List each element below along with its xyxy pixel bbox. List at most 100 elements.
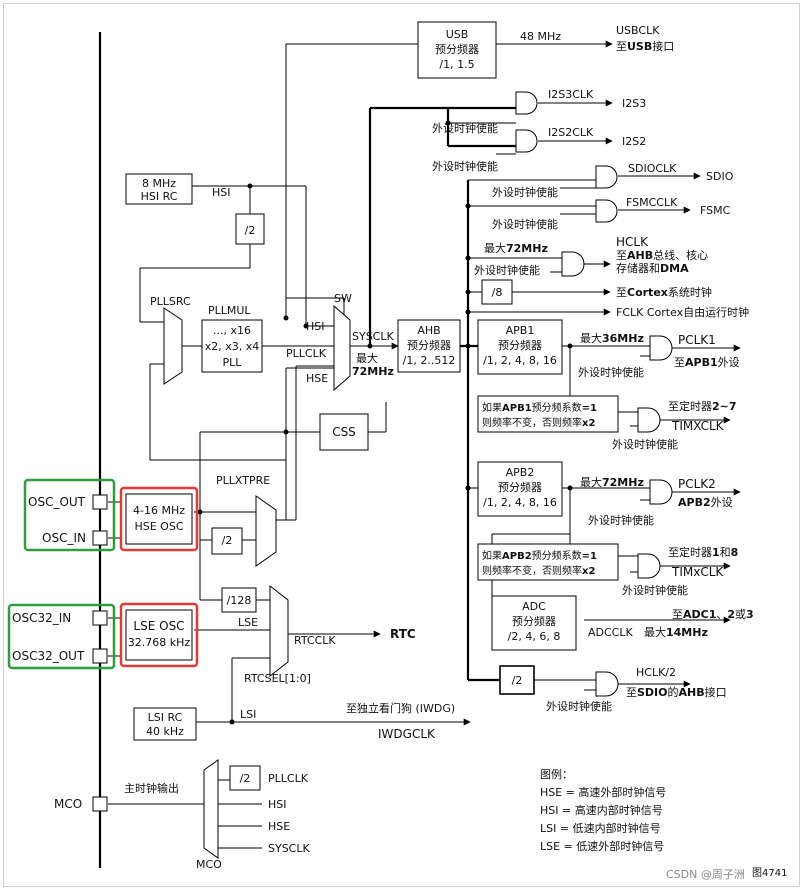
- apb1-label-2: 预分频器: [498, 338, 542, 352]
- ahb-dest-label-2: 存储器和DMA: [616, 261, 689, 275]
- i2s3-gate: [515, 91, 538, 115]
- hclk-label: HCLK: [616, 235, 649, 249]
- sdio-label: SDIO: [706, 170, 734, 183]
- tim2-cond-line-2: 则频率不变，否则频率x2: [482, 564, 595, 577]
- hsi-sw-label: HSI: [306, 320, 325, 333]
- apb1-dest-label: 至APB1外设: [674, 356, 740, 369]
- adc-prescaler-box: [491, 595, 577, 651]
- div2-hclk-label: /2: [512, 674, 523, 687]
- labels: USB 预分频器 /1, 1.5 48 MHz USBCLK 至USB接口 I2…: [12, 24, 787, 881]
- adcclk-label: ADCCLK: [588, 626, 633, 639]
- sw-label: SW: [334, 292, 352, 305]
- mco-pin: [92, 796, 108, 812]
- div2-hse-label: /2: [222, 534, 233, 547]
- max36-label: 最大36MHz: [580, 331, 644, 345]
- tim2-dest-label: 至定时器1和8: [668, 545, 738, 559]
- osc32-in-label: OSC32_IN: [12, 611, 71, 625]
- div128-box: [221, 587, 257, 613]
- mco-sysclk-label: SYSCLK: [268, 842, 310, 855]
- apb2-label-3: /1, 2, 4, 8, 16: [483, 496, 557, 509]
- tim2-condition-box: [477, 543, 619, 581]
- i2s2clk-label: I2S2CLK: [548, 126, 594, 139]
- tim1-cond-line-1: 如果APB1预分频系数=1: [482, 401, 597, 414]
- mco-mux: [203, 759, 219, 859]
- osc32-in-pin: [92, 610, 108, 626]
- apb2-prescaler-box: [477, 461, 563, 517]
- adc-dest-label: 至ADC1、2或3: [672, 608, 754, 621]
- mco-hse-label: HSE: [268, 820, 290, 833]
- osc-out-pin: [92, 494, 108, 510]
- hse-osc-box: [125, 493, 193, 545]
- usb-freq-label: 48 MHz: [520, 30, 561, 43]
- and-gates: [515, 91, 673, 697]
- pclk1-gate: [649, 335, 673, 361]
- apb1-label-3: /1, 2, 4, 8, 16: [483, 354, 557, 367]
- multiplexers: [163, 304, 351, 859]
- periph-en-sdio: 外设时钟使能: [492, 185, 558, 199]
- div8-box: [481, 279, 513, 305]
- pllclk-wire-label: PLLCLK: [286, 347, 327, 360]
- osc-in-pin: [92, 530, 108, 546]
- osc-out-label: OSC_OUT: [28, 495, 86, 509]
- junction-dots: [197, 120, 573, 725]
- apb2-dest-label: APB2外设: [678, 496, 733, 509]
- lse-osc-highlight: [119, 602, 199, 668]
- pll-label-1: ..., x16: [213, 324, 251, 337]
- fclk-label: FCLK Cortex自由运行时钟: [616, 305, 749, 319]
- mco-hsi-label: HSI: [268, 798, 287, 811]
- legend-hsi: HSI = 高速内部时钟信号: [540, 803, 663, 817]
- apb1-label-1: APB1: [506, 324, 535, 337]
- ahb-pre-label-3: /1, 2..512: [403, 354, 456, 367]
- highlights: [7, 478, 199, 670]
- mco-mux-label: MCO: [196, 858, 222, 871]
- tim2-cond-line-1: 如果APB2预分频系数=1: [482, 549, 597, 562]
- sw-mux: [333, 304, 351, 392]
- apb2-label-2: 预分频器: [498, 480, 542, 494]
- i2s3-label: I2S3: [622, 97, 646, 110]
- timxclk-1-label: TIMXCLK: [671, 419, 725, 433]
- pll-box: [201, 319, 263, 373]
- usb-pre-label-1: USB: [446, 28, 469, 41]
- max72-sys-pre: 最大: [356, 351, 378, 365]
- sdioclk-label: SDIOCLK: [628, 162, 677, 175]
- div2-hsi-label: /2: [245, 224, 256, 237]
- hsi-rc-label-2: HSI RC: [141, 190, 178, 203]
- div128-label: /128: [227, 594, 252, 607]
- div2-hse-box: [211, 527, 243, 555]
- div2-mco-label: /2: [240, 772, 251, 785]
- adc-label-1: ADC: [522, 600, 546, 613]
- adc-label-2: 预分频器: [512, 614, 556, 628]
- hse-osc-label-1: 4-16 MHz: [133, 504, 185, 517]
- rtcclk-label: RTCCLK: [294, 634, 336, 647]
- periph-en-hclk: 外设时钟使能: [474, 263, 540, 277]
- pll-label-2: x2, x3, x4: [205, 340, 260, 353]
- hclk-gate: [561, 251, 585, 277]
- lse-osc-label-1: LSE OSC: [133, 619, 184, 633]
- ahb-pre-label-2: 预分频器: [407, 338, 451, 352]
- pllsrc-mux: [163, 307, 183, 385]
- lsi-wire-label: LSI: [240, 708, 256, 721]
- legend-lse: LSE = 低速外部时钟信号: [540, 839, 664, 853]
- legend-lsi: LSI = 低速内部时钟信号: [540, 821, 661, 835]
- osc32-out-pin: [92, 648, 108, 664]
- usb-pre-label-2: 预分频器: [435, 42, 479, 56]
- lsi-rc-label-1: LSI RC: [148, 711, 183, 724]
- pllxtpre-label: PLLXTPRE: [216, 474, 270, 487]
- periph-en-tim1: 外设时钟使能: [612, 437, 678, 451]
- fsmcclk-label: FSMCCLK: [626, 196, 678, 209]
- sdio-gate: [595, 165, 618, 189]
- mco-pllclk-label: PLLCLK: [268, 772, 309, 785]
- usb-dest-label: 至USB接口: [616, 40, 674, 53]
- hsi-rc-box: [125, 173, 193, 205]
- diagram-border: [3, 3, 800, 887]
- hsi-wire-label: HSI: [212, 186, 231, 199]
- ahb-dest-label-1: 至AHB总线、核心: [616, 248, 708, 262]
- adc-label-3: /2, 4, 6, 8: [508, 630, 561, 643]
- apb1-prescaler-box: [477, 319, 563, 375]
- hse-sw-label: HSE: [306, 372, 328, 385]
- legend-hse: HSE = 高速外部时钟信号: [540, 785, 666, 799]
- div2-hclk-box: [499, 665, 535, 695]
- sdio-ahb-label: 至SDIO的AHB接口: [626, 685, 727, 699]
- pclk1-label: PCLK1: [678, 333, 716, 347]
